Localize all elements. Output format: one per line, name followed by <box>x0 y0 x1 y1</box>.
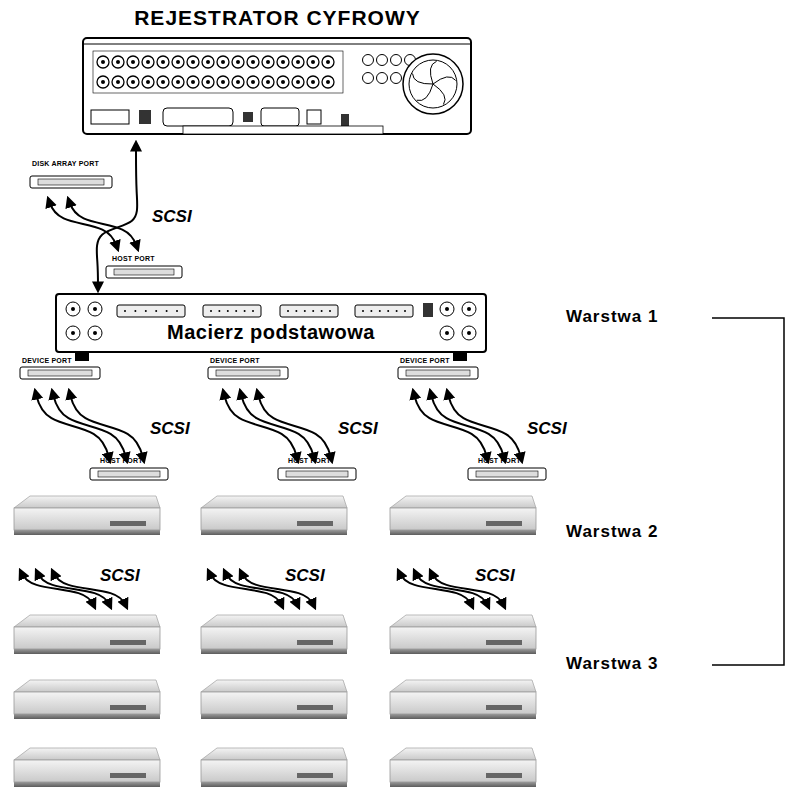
port-connector <box>398 367 478 379</box>
disk-unit <box>14 680 160 719</box>
layer-label: Warstwa 2 <box>566 523 658 542</box>
scsi-cable <box>97 142 137 291</box>
port-name: DISK ARRAY PORT <box>32 160 99 168</box>
disk-unit <box>390 748 536 787</box>
bus-name: SCSI <box>475 567 515 586</box>
cable-arrows <box>223 390 332 462</box>
disk-unit <box>390 680 536 719</box>
port-connector <box>208 367 288 379</box>
bus-name: SCSI <box>150 420 190 439</box>
bus-name: SCSI <box>152 208 192 227</box>
device-title: REJESTRATOR CYFROWY <box>80 6 475 30</box>
disk-unit <box>201 748 347 787</box>
bus-name: SCSI <box>338 420 378 439</box>
recorder-device: REJESTRATOR CYFROWY <box>80 6 475 140</box>
layer-label: Warstwa 1 <box>566 308 658 327</box>
port-connector <box>106 266 182 278</box>
device-name: Macierz podstawowa <box>55 321 487 344</box>
disk-unit <box>14 748 160 787</box>
disk-unit <box>201 615 347 654</box>
bus-name: SCSI <box>285 567 325 586</box>
port-name: DEVICE PORT <box>22 357 72 365</box>
port-name: DEVICE PORT <box>210 357 260 365</box>
bus-name: SCSI <box>100 567 140 586</box>
disk-unit <box>14 496 160 535</box>
layer-bracket <box>712 318 784 665</box>
layer-label: Warstwa 3 <box>566 655 658 674</box>
disk-unit <box>390 496 536 535</box>
cable-arrows <box>413 390 522 462</box>
port-connector <box>20 367 100 379</box>
disk-unit <box>201 496 347 535</box>
disk-unit <box>201 680 347 719</box>
port-name: HOST PORT <box>100 457 143 465</box>
port-connector <box>468 468 546 480</box>
port-name: HOST PORT <box>112 255 155 263</box>
disk-unit <box>390 615 536 654</box>
port-name: HOST PORT <box>478 457 521 465</box>
port-name: DEVICE PORT <box>400 357 450 365</box>
port-connector <box>90 468 168 480</box>
bus-name: SCSI <box>527 420 567 439</box>
port-name: HOST PORT <box>288 457 331 465</box>
base-array-device: Macierz podstawowa <box>55 293 487 355</box>
port-connector <box>30 176 112 188</box>
cable-arrows <box>35 390 144 462</box>
disk-unit <box>14 615 160 654</box>
port-connector <box>278 468 356 480</box>
